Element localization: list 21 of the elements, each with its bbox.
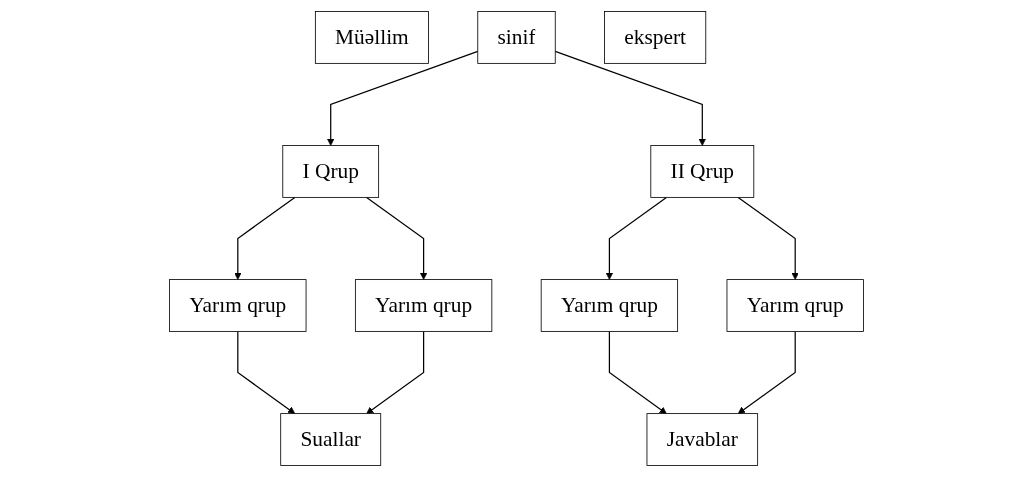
arrow: [237, 330, 296, 414]
node-box: sinif: [477, 11, 556, 64]
arrow: [366, 330, 425, 414]
node-box: ekspert: [604, 11, 707, 64]
node-box: II Qrup: [650, 145, 755, 198]
node-box: I Qrup: [282, 145, 380, 198]
node-box: Yarım qrup: [726, 279, 864, 332]
arrow: [327, 50, 479, 146]
arrow: [605, 196, 667, 280]
node-box: Yarım qrup: [354, 279, 493, 332]
node-box: Müəllim: [314, 11, 429, 64]
arrow: [737, 196, 799, 280]
node-box: Yarım qrup: [540, 279, 679, 332]
node-box: Suallar: [280, 413, 382, 466]
node-box: Javablar: [646, 413, 759, 466]
node-box: Yarım qrup: [169, 279, 307, 332]
arrow: [234, 196, 296, 280]
arrow: [554, 50, 706, 146]
arrow: [608, 330, 667, 414]
arrow: [366, 196, 428, 280]
arrow: [737, 330, 796, 414]
